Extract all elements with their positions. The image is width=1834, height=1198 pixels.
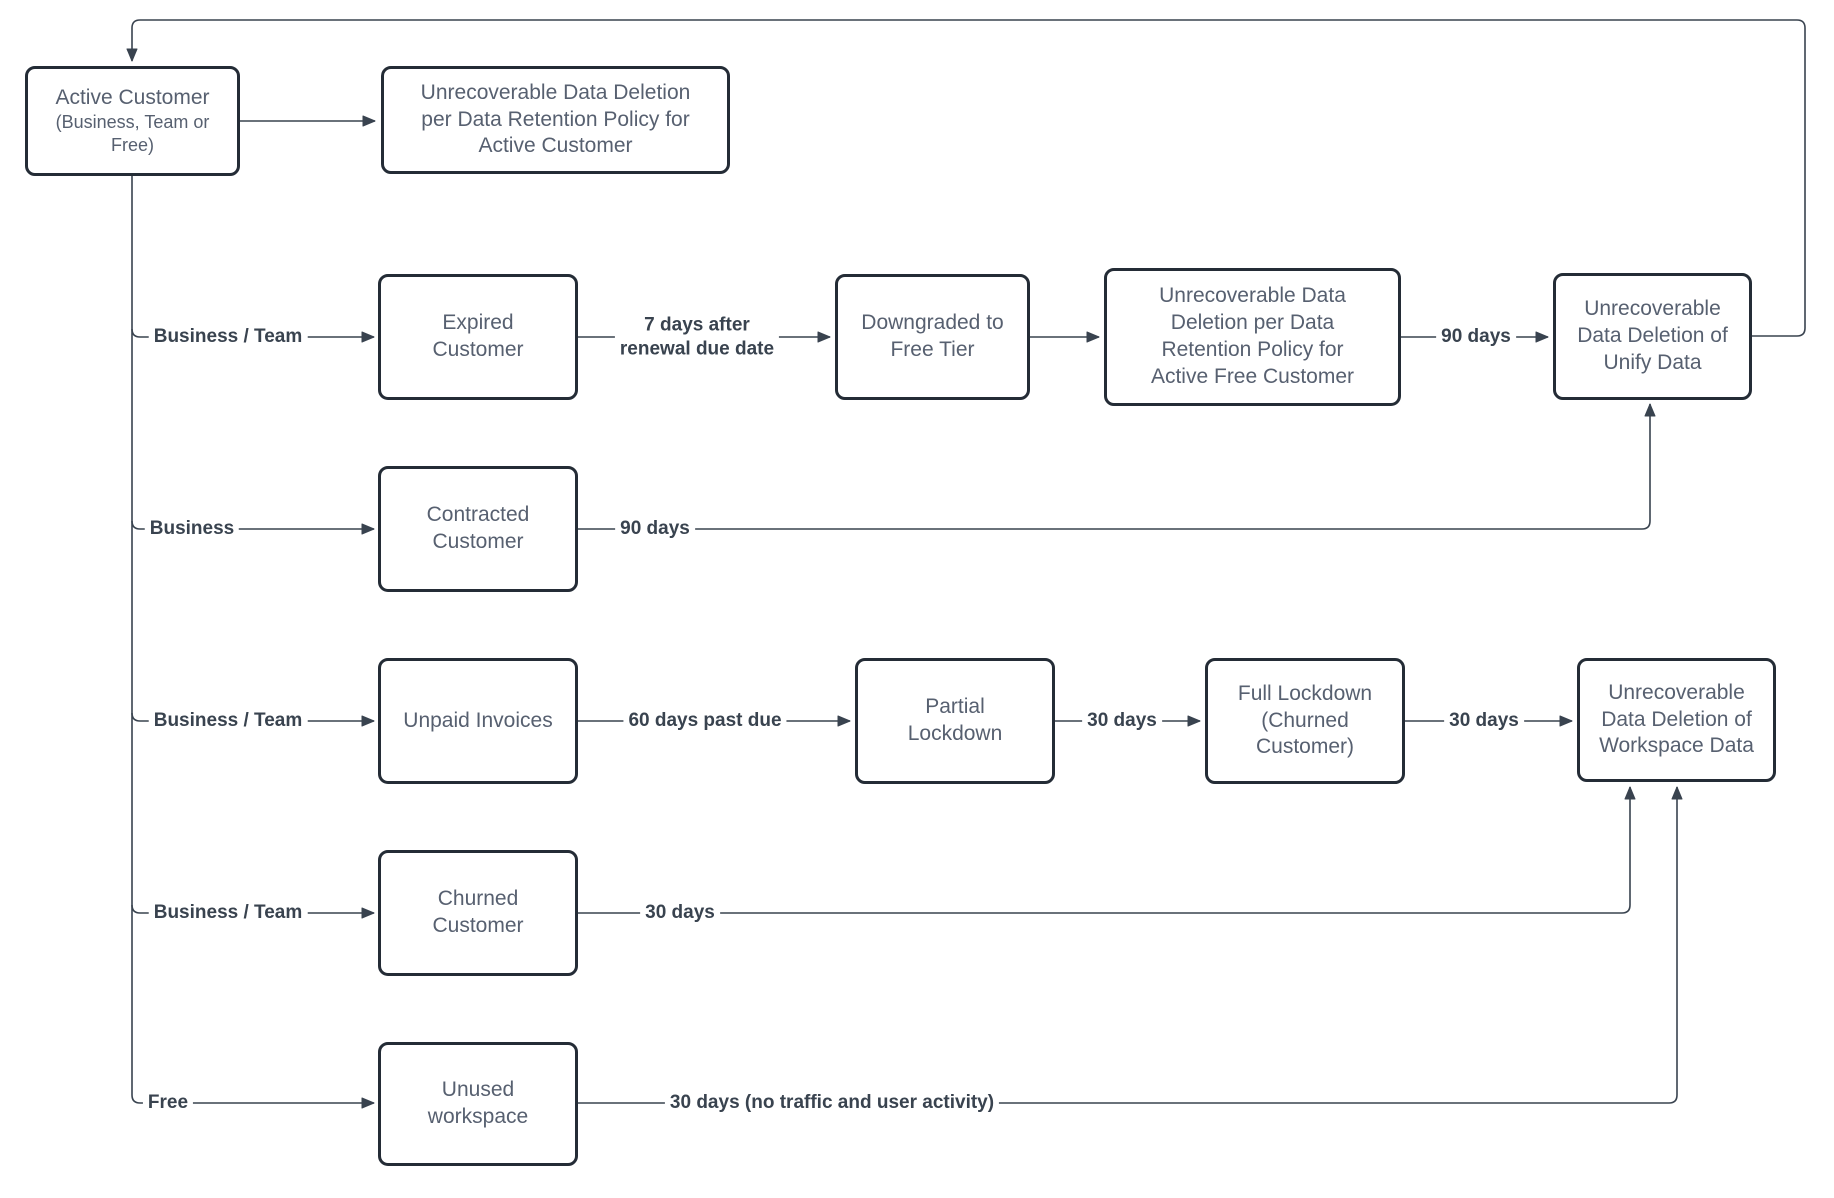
edge-branch-unpaid [131, 712, 375, 727]
edge-unused-to-workspace [578, 786, 1683, 1104]
node-active-customer: Active Customer (Business, Team or Free) [25, 66, 240, 176]
node-full-lockdown: Full Lockdown (Churned Customer) [1205, 658, 1405, 784]
edge-branch-contracted [131, 520, 375, 535]
edge-churned-to-workspace [578, 786, 1636, 914]
node-deletion-policy-active-customer-label: Unrecoverable Data Deletion per Data Ret… [420, 80, 691, 158]
edge-label-expired-to-downgraded: 7 days after renewal due date [614, 312, 780, 362]
edge-label-branch-contracted: Business [144, 516, 240, 542]
edge-label-unpaid-to-partial: 60 days past due [623, 708, 787, 734]
node-workspace-data-deletion-label: Unrecoverable Data Deletion of Workspace… [1599, 680, 1754, 758]
edge-label-contracted-to-unify: 90 days [615, 516, 695, 542]
node-deletion-policy-active-free-customer-label: Unrecoverable Data Deletion per Data Ret… [1150, 284, 1355, 388]
edge-branch-churned [131, 904, 375, 919]
edge-label-free-policy-to-unify: 90 days [1436, 324, 1516, 350]
node-expired-customer-label: Expired Customer [432, 311, 524, 361]
edge-trunk-and-branch-unused [131, 176, 375, 1109]
node-contracted-customer-label: Contracted Customer [426, 503, 530, 553]
node-active-customer-title: Active Customer [55, 85, 210, 109]
node-deletion-policy-active-customer: Unrecoverable Data Deletion per Data Ret… [381, 66, 730, 174]
node-unpaid-invoices-label: Unpaid Invoices [403, 708, 553, 732]
node-workspace-data-deletion: Unrecoverable Data Deletion of Workspace… [1577, 658, 1776, 782]
node-downgraded-free-tier-label: Downgraded to Free Tier [861, 311, 1004, 361]
edge-label-branch-expired: Business / Team [148, 324, 308, 350]
node-full-lockdown-label: Full Lockdown (Churned Customer) [1237, 681, 1373, 759]
edge-label-churned-to-workspace: 30 days [640, 900, 720, 926]
node-unused-workspace: Unused workspace [378, 1042, 578, 1166]
edge-label-branch-unpaid: Business / Team [148, 708, 308, 734]
node-churned-customer: Churned Customer [378, 850, 578, 976]
node-active-customer-subtitle: (Business, Team or Free) [55, 112, 210, 156]
node-unify-data-deletion: Unrecoverable Data Deletion of Unify Dat… [1553, 273, 1752, 400]
edge-label-branch-churned: Business / Team [148, 900, 308, 926]
node-deletion-policy-active-free-customer: Unrecoverable Data Deletion per Data Ret… [1104, 268, 1401, 406]
edge-unify-feedback-to-active [126, 19, 1806, 337]
node-unused-workspace-label: Unused workspace [427, 1078, 529, 1128]
node-contracted-customer: Contracted Customer [378, 466, 578, 592]
node-partial-lockdown-label: Partial Lockdown [907, 695, 1003, 745]
edge-label-branch-unused: Free [142, 1090, 194, 1116]
edge-contracted-to-unify [578, 403, 1656, 530]
edge-label-partial-to-full: 30 days [1082, 708, 1162, 734]
edge-label-unused-to-workspace: 30 days (no traffic and user activity) [664, 1090, 1000, 1116]
edge-branch-expired [131, 328, 375, 343]
node-downgraded-free-tier: Downgraded to Free Tier [835, 274, 1030, 400]
edge-label-full-to-workspace: 30 days [1444, 708, 1524, 734]
node-churned-customer-label: Churned Customer [432, 887, 524, 937]
node-expired-customer: Expired Customer [378, 274, 578, 400]
node-unify-data-deletion-label: Unrecoverable Data Deletion of Unify Dat… [1577, 297, 1728, 374]
node-partial-lockdown: Partial Lockdown [855, 658, 1055, 784]
node-unpaid-invoices: Unpaid Invoices [378, 658, 578, 784]
